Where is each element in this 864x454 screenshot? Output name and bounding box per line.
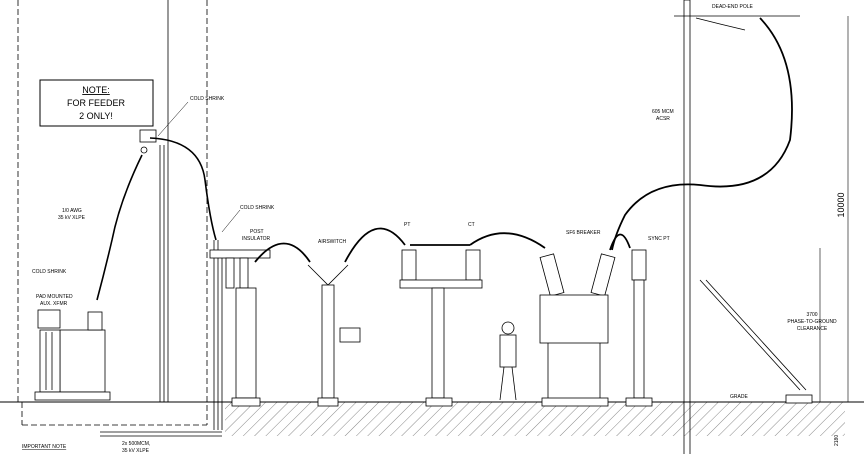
sync-pt: [625, 249, 653, 407]
cable-riser: [100, 240, 223, 437]
label-clearance-c: CLEARANCE: [797, 326, 828, 332]
label-clearance: 3700: [806, 312, 817, 318]
label-cold-shrink-left: COLD SHRINK: [32, 269, 67, 275]
label-pt: PT: [404, 222, 410, 228]
note-box: NOTE: FOR FEEDER 2 ONLY!: [39, 79, 154, 127]
pad-mounted-transformer: [34, 309, 111, 401]
label-airswitch: AIRSWITCH: [318, 239, 346, 245]
label-grade: GRADE: [730, 394, 748, 400]
note-line2: FOR FEEDER: [67, 98, 126, 108]
dead-end-pole: [611, 0, 813, 454]
label-important: IMPORTANT NOTE: [22, 444, 67, 450]
airswitch-structure: [307, 264, 361, 407]
label-ct: CT: [468, 222, 475, 228]
pt-ct-structure: [399, 249, 483, 407]
post-insulator-structure: [209, 249, 271, 407]
label-cold-shrink-mid: COLD SHRINK: [240, 205, 275, 211]
label-pad-xfmr: PAD MOUNTED: [36, 294, 73, 300]
label-dead-end: DEAD-END POLE: [712, 4, 754, 10]
control-building-outline: [17, 0, 208, 426]
dim-2180: 2180: [834, 435, 840, 446]
label-post-insulator-b: INSULATOR: [242, 236, 271, 242]
ground-hatch: [225, 402, 845, 436]
bus-conductor: [254, 227, 631, 263]
label-breaker: SF6 BREAKER: [566, 230, 601, 236]
note-line3: 2 ONLY!: [79, 111, 113, 121]
label-sync-pt: SYNC PT: [648, 236, 670, 242]
dim-10000: 10000: [836, 192, 846, 217]
label-cable-500: 2x 500MCM,: [122, 441, 150, 447]
sf6-breaker: [539, 253, 616, 407]
label-acsr: 605 MCM: [652, 109, 674, 115]
label-cable-1-0: 1/0 AWG: [62, 208, 82, 214]
label-cable-1-0-b: 35 kV XLPE: [58, 215, 86, 221]
label-cold-shrink-top: COLD SHRINK: [190, 96, 225, 102]
riser-pole: [96, 129, 217, 402]
label-post-insulator: POST: [250, 229, 264, 235]
label-acsr-b: ACSR: [656, 116, 670, 122]
note-line1: NOTE:: [82, 85, 110, 95]
label-clearance-b: PHASE-TO-GROUND: [787, 319, 837, 325]
label-cable-500-b: 35 kV XLPE: [122, 448, 150, 454]
person-figure: [499, 321, 517, 401]
label-pad-xfmr-b: AUX. XFMR: [40, 301, 68, 307]
